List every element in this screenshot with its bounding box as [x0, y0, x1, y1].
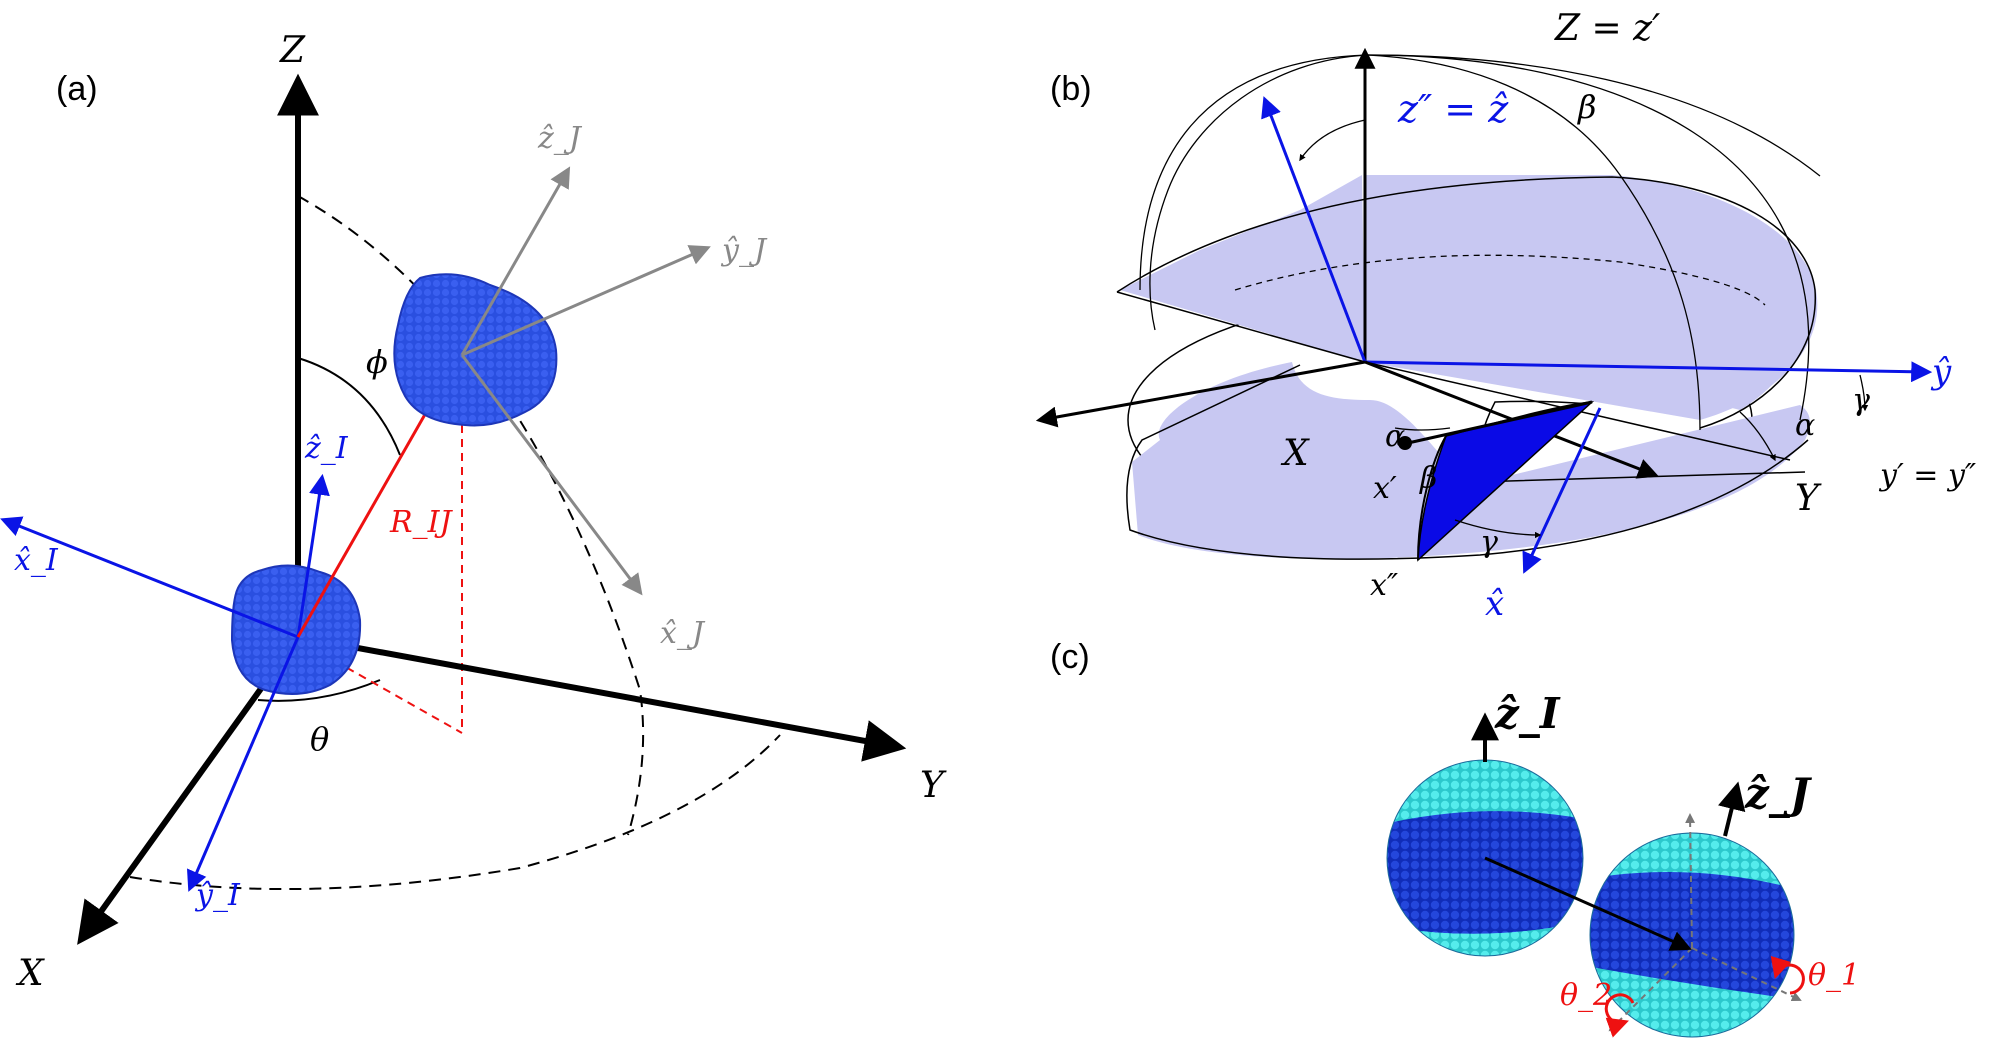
axis-X-label: X	[15, 953, 45, 994]
xprime-dot	[1398, 436, 1412, 450]
axis-Y-label: Y	[920, 765, 947, 806]
zJ-arrow-c	[1718, 781, 1746, 837]
gamma-arc-right	[1859, 374, 1869, 412]
ball-I	[1386, 759, 1584, 957]
yJ-arrow	[461, 245, 711, 357]
plane-upper-left	[1120, 175, 1365, 362]
alpha-left-label: α	[1385, 419, 1405, 454]
yJ-label: ŷ_J	[720, 233, 768, 268]
plane-hidden-edge	[1234, 254, 1766, 306]
panel-a-label: (a)	[56, 70, 98, 108]
theta-label: θ	[310, 720, 329, 758]
theta1-rotation	[1770, 955, 1805, 995]
zI-arrow	[296, 473, 330, 638]
ballJ-dashed-vertical	[1685, 813, 1696, 949]
plane-upper	[1365, 175, 1818, 420]
X-axis-arrow	[1035, 360, 1366, 428]
alpha-arc-right	[1739, 411, 1776, 462]
alpha-right-label: α	[1795, 408, 1815, 443]
centers-arrow	[1484, 856, 1692, 951]
great-circle-2	[1367, 54, 1701, 431]
gamma-right-label: γ	[1852, 383, 1870, 418]
plane-left-edge	[1116, 291, 1366, 363]
yhat-label: ŷ	[1930, 352, 1952, 392]
xJ-arrow	[460, 354, 643, 596]
Y-label: Y	[1795, 478, 1822, 519]
zhat-arrow	[1261, 96, 1367, 363]
alpha-arc-left	[1394, 427, 1451, 431]
xI-label: x̂_I	[14, 543, 59, 578]
xprime-line	[1407, 400, 1593, 445]
panel-b: (b)	[1035, 8, 1977, 624]
xJ-label: x̂_J	[660, 616, 706, 651]
xI-arrow	[0, 516, 299, 639]
dashed-base-arc	[129, 734, 781, 891]
wedge-arc	[1417, 435, 1447, 561]
zJ-label-c: ẑ_J	[1744, 769, 1813, 818]
panel-a: (a) Z Y X ẑ_I x̂_I ŷ_	[0, 30, 947, 994]
zJ-label: ẑ_J	[537, 121, 583, 156]
plane-lower	[1132, 362, 1810, 559]
body-I	[230, 564, 362, 695]
yI-label: ŷ_I	[194, 878, 241, 913]
phi-arc	[297, 357, 401, 456]
plane-upper-outline	[1116, 176, 1816, 429]
panel-c-label: (c)	[1050, 638, 1090, 676]
zI-label: ẑ_I	[304, 431, 349, 466]
great-circle-1	[1139, 54, 1369, 291]
xhat-arrow	[1522, 407, 1602, 574]
beta-arc-top	[1299, 119, 1366, 162]
zpp-label: z″ = ẑ	[1397, 87, 1509, 131]
ballJ-dashed-axis2	[1608, 947, 1693, 1032]
dashed-sphere-arc	[297, 195, 645, 836]
ballJ-dashed-axis1	[1691, 947, 1802, 1002]
great-circle-3	[1367, 54, 1810, 421]
great-circle-4	[1367, 54, 1821, 177]
xprime-label: x′	[1373, 471, 1397, 506]
great-circle-5	[1149, 54, 1369, 331]
gamma-left-label: γ	[1480, 525, 1498, 560]
ypp-label: y′ = y″	[1878, 458, 1977, 493]
xpp-label: x″	[1370, 568, 1399, 603]
zJ-arrow	[460, 166, 571, 356]
plane-lower-outline	[1126, 364, 1809, 560]
gamma-arc-left	[1454, 519, 1542, 539]
axis-Y-arrow	[297, 634, 907, 762]
panel-c: (c) ẑ_I	[1050, 638, 1860, 1038]
yI-arrow	[186, 636, 300, 892]
xhat-label: x̂	[1485, 584, 1504, 624]
axis-Z-label: Z	[279, 30, 306, 71]
phi-label: ϕ	[366, 343, 388, 381]
theta2-label: θ_2	[1560, 978, 1612, 1013]
R-IJ-label: R_IJ	[389, 505, 453, 540]
beta-top-label: β	[1577, 88, 1597, 126]
Z-label: Z = z′	[1554, 8, 1660, 49]
beta-wedge-label: β	[1419, 461, 1437, 496]
panel-b-label: (b)	[1050, 70, 1092, 108]
X-label: X	[1280, 433, 1310, 474]
zI-label-c: ẑ_I	[1494, 689, 1561, 738]
theta2-rotation	[1604, 993, 1635, 1038]
theta1-label: θ_1	[1808, 958, 1860, 993]
yhat-arrow	[1364, 360, 1933, 383]
ball-J	[1589, 832, 1795, 1038]
